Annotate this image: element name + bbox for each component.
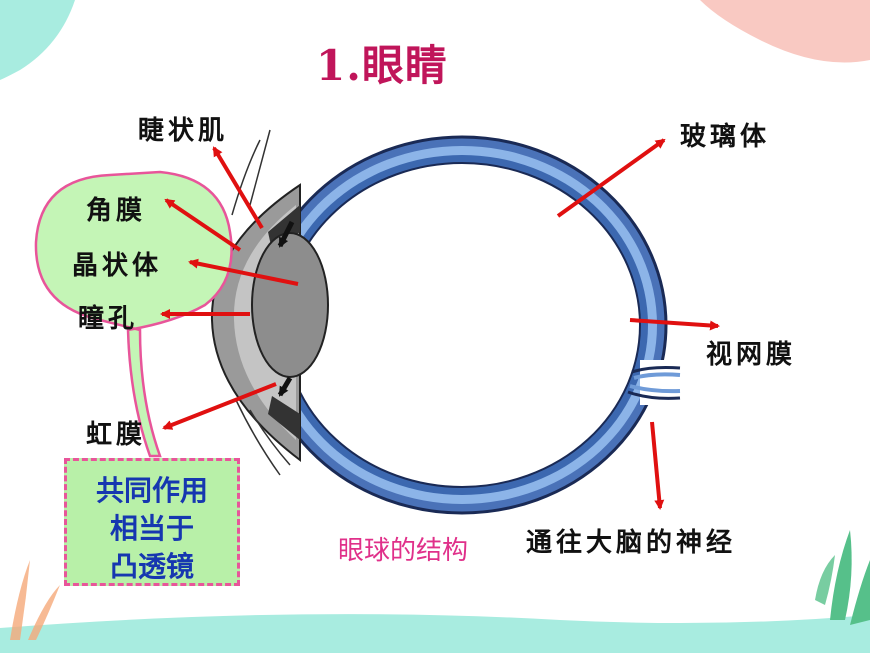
convex-lens-note-box: 共同作用 相当于 凸透镜 — [64, 458, 240, 586]
arrow-ciliary — [212, 146, 264, 230]
label-pupil: 瞳孔 — [78, 304, 139, 334]
arrow-vitreous — [556, 138, 666, 218]
diagram-caption: 眼球的结构 — [338, 536, 469, 566]
note-line-1: 共同作用 — [95, 474, 208, 507]
arrow-iris — [162, 382, 277, 430]
label-optic-nerve: 通往大脑的神经 — [526, 528, 737, 558]
leaf-decoration-right — [815, 530, 870, 625]
callout-bubble — [34, 170, 233, 458]
page-title: 1.眼睛 — [316, 41, 448, 90]
label-iris: 虹膜 — [86, 420, 147, 450]
arrow-cornea — [164, 198, 242, 252]
arrow-optic-nerve — [650, 421, 665, 510]
eyelid-lower — [235, 399, 291, 476]
eyelid-upper — [231, 129, 271, 216]
corner-decoration-top-right — [700, 0, 870, 63]
label-cornea: 角膜 — [86, 196, 147, 226]
vitreous-body — [283, 162, 641, 488]
arrow-lens — [188, 258, 299, 286]
arrow-retina — [629, 318, 720, 331]
optic-nerve — [640, 360, 680, 405]
corner-decoration-top-left — [0, 0, 75, 80]
bottom-band — [0, 614, 870, 653]
lens — [251, 232, 329, 378]
label-ciliary-muscle: 睫状肌 — [138, 116, 229, 146]
note-line-3: 凸透镜 — [109, 550, 194, 583]
label-retina: 视网膜 — [706, 340, 797, 370]
iris-lower — [268, 396, 300, 440]
note-line-2: 相当于 — [109, 512, 194, 545]
label-lens: 晶状体 — [72, 251, 163, 281]
leaf-decoration-left — [10, 560, 60, 640]
label-vitreous-body: 玻璃体 — [680, 122, 771, 152]
